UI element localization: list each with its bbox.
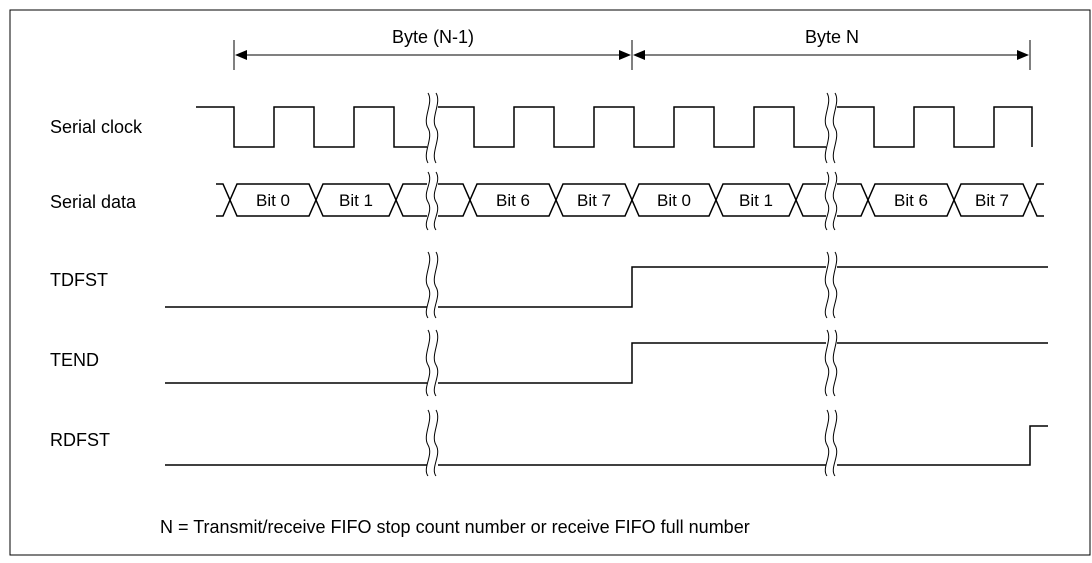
signal-label-tend: TEND [50,350,99,370]
byte-prev-label: Byte (N-1) [392,27,474,47]
byte-next-label: Byte N [805,27,859,47]
diagram-frame [9,9,1091,556]
data-cell-label: Bit 1 [339,191,373,210]
data-cell-label: Bit 1 [739,191,773,210]
signal-label-serial-clock: Serial clock [50,117,143,137]
signal-label-rdfst: RDFST [50,430,110,450]
data-cell-label: Bit 7 [975,191,1009,210]
tdfst-waveform [165,266,1048,308]
serial-clock-waveform [196,106,1033,148]
data-cell-label: Bit 6 [496,191,530,210]
footnote: N = Transmit/receive FIFO stop count num… [160,517,750,537]
serial-data-cell-labels: Bit 0 Bit 1 Bit 6 Bit 7 Bit 0 Bit 1 Bit … [256,191,1009,210]
time-break-marks [425,92,838,477]
data-cell-label: Bit 0 [657,191,691,210]
signal-label-tdfst: TDFST [50,270,108,290]
data-cell-label: Bit 7 [577,191,611,210]
data-cell-label: Bit 6 [894,191,928,210]
data-cell-label: Bit 0 [256,191,290,210]
serial-data-waveform [216,183,1044,217]
time-break-right [824,92,838,477]
byte-span-markers: Byte (N-1) Byte N [233,27,1031,70]
rdfst-waveform [165,425,1048,466]
signal-label-serial-data: Serial data [50,192,137,212]
tend-waveform [165,342,1048,384]
time-break-left [425,92,439,477]
